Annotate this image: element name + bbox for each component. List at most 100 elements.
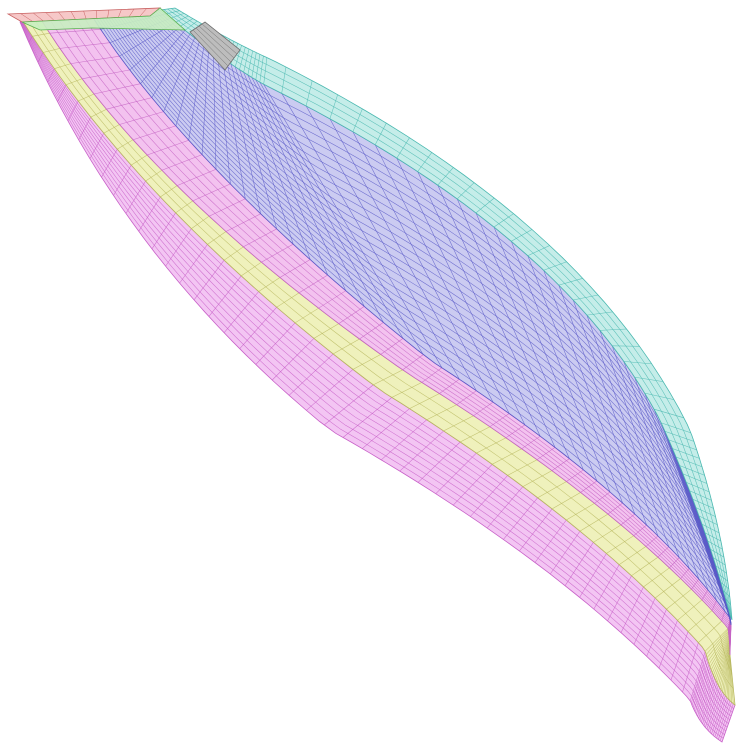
panel-bottom-mesh-line [670, 631, 689, 681]
panel-side-lower-mesh-line [133, 125, 176, 140]
panel-bottom-mesh-line [549, 530, 581, 575]
panel-bilge-mesh-line [726, 650, 731, 698]
panel-bilge-mesh-line [223, 246, 244, 261]
panel-bottom-mesh-line [696, 669, 712, 715]
panel-sheer-strake-mesh-line [707, 540, 723, 550]
panel-bilge-mesh-line [707, 632, 729, 662]
panel-sheer-strake-mesh-line [170, 13, 185, 19]
panel-bottom-mesh-line [113, 164, 132, 196]
panel-bottom-mesh-line [534, 519, 567, 563]
panel-side-main-mesh-line [543, 270, 636, 515]
panel-sheer-strake-mesh-line [623, 361, 652, 365]
panel-side-lower-mesh-line [691, 578, 700, 590]
panel-bilge-mesh-line [710, 636, 730, 671]
panel-bottom-mesh-line [435, 452, 477, 494]
panel-bilge-mesh-line [705, 629, 729, 655]
panel-bottom-mesh-line [690, 654, 707, 704]
panel-sheer-strake-mesh-line [259, 55, 264, 83]
panel-bottom-mesh-line [193, 260, 225, 301]
panel-side-lower-mesh-line [318, 290, 346, 309]
panel-bilge-mesh-line [207, 231, 227, 245]
panel-bilge-mesh-line [103, 124, 120, 134]
panel-side-lower-mesh-line [279, 259, 311, 278]
panel-bottom-mesh-line [718, 702, 732, 740]
panel-side-main-mesh-line [511, 241, 611, 493]
panel-bilge-mesh-line [409, 393, 440, 409]
panel-sheer-strake-mesh-line [234, 45, 242, 67]
panel-sheer-strake-mesh-line [668, 439, 697, 451]
panel-bottom-mesh-line [607, 575, 632, 621]
panel-sheer-strake-mesh-line [374, 122, 387, 145]
panel-bottom-mesh-line [658, 620, 678, 669]
panel-side-lower-mesh-line [566, 469, 584, 482]
panel-bilge-mesh-line [719, 645, 730, 688]
panel-bilge-mesh-line [160, 185, 178, 198]
panel-sheer-strake-mesh-line [586, 311, 613, 316]
panel-bilge-mesh-line [426, 404, 457, 420]
panel-sheer-strake-mesh-line [352, 108, 363, 132]
panel-bow-top-mesh-line [95, 10, 98, 19]
panel-bottom-mesh-line [101, 148, 118, 178]
panel-side-lower-mesh-line [645, 535, 659, 547]
panel-side-lower-mesh-line [261, 243, 294, 263]
panel-bottom-mesh-line [223, 291, 259, 333]
panel-sheer-strake-mesh-line [727, 606, 732, 613]
panel-bow-top-mesh-line [83, 10, 87, 20]
panel-sheer-strake-mesh-line [255, 54, 261, 80]
panel-bilge-mesh-line [722, 647, 731, 692]
panel-side-main-mesh-line [201, 48, 209, 155]
panel-side-lower-mesh-line [701, 589, 709, 600]
panel-side-lower-mesh-line [721, 610, 726, 622]
panel-bilge-mesh-line [507, 459, 538, 476]
panel-sheer-strake-mesh-line [672, 448, 700, 459]
panel-sheer-strake-mesh-line [175, 15, 189, 23]
panel-sheer-strake-mesh-line [718, 573, 728, 582]
panel-side-lower-mesh-line [711, 600, 717, 611]
panel-bilge-mesh-line [492, 448, 522, 465]
panel-side-main-mesh-line [437, 184, 556, 448]
panel-bottom-mesh-line [703, 685, 719, 726]
panel-bilge-mesh-line [720, 646, 730, 690]
panel-side-lower-mesh-line [607, 502, 623, 515]
panel-side-lower-mesh-line [473, 401, 494, 416]
panel-bilge-mesh-line [698, 620, 722, 643]
panel-bilge [21, 17, 736, 706]
panel-bottom-mesh-line [708, 691, 723, 731]
panel-side-lower-mesh-line [669, 557, 680, 568]
panel-bilge-mesh-line [54, 63, 71, 69]
panel-sheer-strake-mesh-line [720, 582, 729, 590]
panel-side-lower-mesh-line [456, 390, 477, 405]
panel-bottom-mesh-line [323, 384, 374, 426]
panel-side-lower-mesh-line [680, 568, 690, 579]
panel-bilge-mesh-line [460, 426, 491, 443]
panel-bow-top-mesh-line [139, 8, 147, 17]
panel-sheer-strake-mesh-line [612, 345, 640, 347]
panel-bottom-mesh-line [362, 408, 410, 449]
panel-bottom-mesh-line [165, 228, 192, 267]
panel-bilge-mesh-line [65, 78, 83, 86]
panel-side-main-mesh-line [623, 361, 700, 580]
panel-bottom-mesh-line [255, 322, 296, 365]
panel-sheer-strake-mesh-line [493, 213, 514, 228]
panel-bottom-mesh-line [719, 703, 734, 741]
panel-side-lower-mesh-line [551, 458, 570, 471]
panel-bilge-mesh-line [476, 437, 507, 454]
panel-bilge-mesh-line [723, 648, 731, 694]
panel-sheer-strake-mesh-line [558, 278, 583, 286]
panel-bottom-mesh-line [593, 564, 620, 610]
panel-bilge-mesh-line [593, 524, 622, 543]
panel-bilge-mesh-line [706, 631, 729, 658]
panel-sheer-strake-mesh-line [417, 152, 433, 172]
panel-side-main-mesh-line [644, 393, 717, 601]
panel-sheer-strake-mesh-line [661, 422, 692, 434]
panel-bilge-mesh-line [709, 635, 730, 668]
panel-sheer-strake-mesh-line [329, 94, 338, 119]
panel-side-main-mesh-line [634, 377, 709, 590]
panel-side-lower-mesh-line [620, 513, 635, 526]
panel-side-lower-mesh-line [119, 111, 164, 125]
panel-side-main-mesh-line [456, 198, 570, 459]
panel-side-main-mesh-line [151, 33, 191, 98]
panel-side-main-mesh-line [599, 330, 680, 558]
